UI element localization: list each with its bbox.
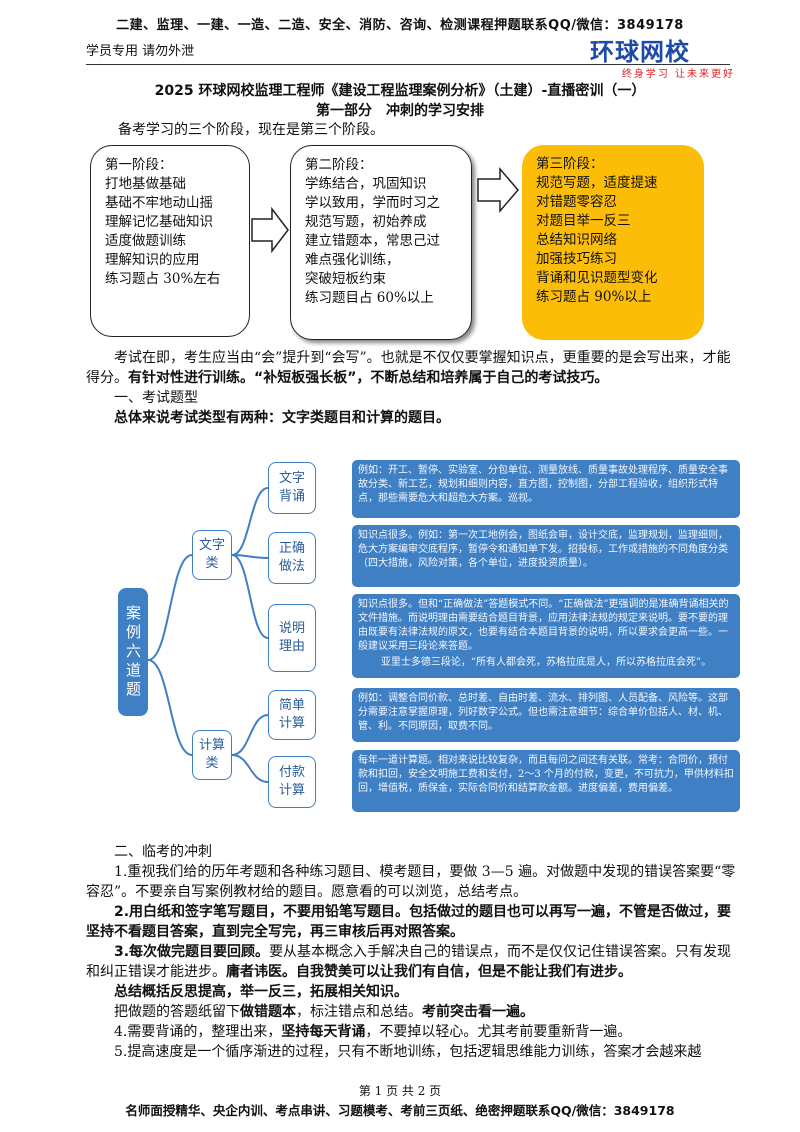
section-1-summary: 总体来说考试类型有两种：文字类题目和计算的题目。 [114, 410, 450, 426]
section-1-heading: 一、考试题型 [114, 390, 198, 406]
desc-box-correct: 知识点很多。例如：第一次工地例会，图纸会审，设计交底，监理规划，监理细则，危大方… [352, 525, 740, 587]
tip-5-bold: 做错题本 [240, 1004, 296, 1020]
tip-4-text-2: ，不要掉以轻心。尤其考前要重新背一遍。 [365, 1024, 632, 1040]
intro-text: 备考学习的三个阶段，现在是第三个阶段。 [118, 122, 384, 138]
tip-5-text: 把做题的答题纸留下 [114, 1004, 240, 1020]
reason-desc-text: 知识点很多。但和“正确做法”答题模式不同。“正确做法”更强调的是准确背诵相关的文… [358, 599, 729, 652]
arrow-right-icon [477, 166, 519, 214]
exam-advice-paragraph: 考试在即，考生应当由“会”提升到“会写”。也就是不仅仅要掌握知识点，更重要的是会… [86, 348, 736, 388]
leaf-label: 文字背诵 [278, 471, 305, 504]
stage-1-line: 适度做题训练 [105, 233, 186, 249]
reason-quote-text: 亚里士多德三段论，“所有人都会死，苏格拉底是人，所以苏格拉底会死”。 [380, 657, 712, 668]
mindmap-leaf-recite: 文字背诵 [268, 462, 316, 514]
stage-2-line: 难点强化训练， [305, 252, 400, 268]
tip-3-bold: 3.每次做完题目要回顾。 [114, 944, 270, 960]
stage-3-line: 加强技巧练习 [536, 251, 617, 267]
advice-bold-text: 有针对性进行训练。“补短板强长板”，不断总结和培养属于自己的考试技巧。 [128, 370, 609, 386]
stage-3-line: 练习题占 90%以上 [536, 289, 652, 305]
mindmap-leaf-correct: 正确做法 [268, 532, 316, 584]
desc-box-payment-calc: 每年一道计算题。相对来说比较复杂，而且每问之间还有关联。常考：合同价，预付款和扣… [352, 750, 740, 812]
stage-1-line: 基础不牢地动山摇 [105, 195, 213, 211]
logo-slogan: 终身学习 让未来更好 [621, 69, 735, 80]
tip-4-bold: 坚持每天背诵 [281, 1024, 366, 1040]
stage-2-line: 第二阶段： [305, 157, 373, 173]
tip-5-paragraph: 5.提高速度是一个循序渐进的过程，只有不断地训练，包括逻辑思维能力训练，答案才会… [114, 1044, 702, 1060]
stage-3-line: 第三阶段： [536, 156, 604, 172]
mindmap-branch-calc: 计算类 [192, 730, 232, 780]
stage-3-line: 对错题零容忍 [536, 194, 617, 210]
stage-1-line: 练习题占 30%左右 [105, 271, 221, 287]
header-confidential-note: 学员专用 请勿外泄 [86, 44, 195, 59]
mindmap-root-node: 案例六道题 [118, 588, 148, 716]
stage-2-box: 第二阶段： 学练结合，巩固知识 学以致用，学而时习之 规范写题，初始养成 建立错… [290, 145, 472, 340]
tip-4-text: 4.需要背诵的，整理出来， [114, 1024, 282, 1040]
leaf-label: 付款计算 [278, 765, 305, 798]
stage-2-line: 突破短板约束 [305, 271, 386, 287]
mindmap-branch-text: 文字类 [192, 530, 232, 580]
stage-3-box: 第三阶段： 规范写题，适度提速 对错题零容忍 对题目举一反三 总结知识网络 加强… [522, 145, 704, 340]
mindmap-leaf-payment-calc: 付款计算 [268, 756, 316, 808]
stage-2-line: 学练结合，巩固知识 [305, 176, 427, 192]
stage-1-box: 第一阶段： 打地基做基础 基础不牢地动山摇 理解记忆基础知识 适度做题训练 理解… [90, 145, 250, 337]
logo-text: 环球网校 [590, 38, 690, 66]
tip-2-paragraph: 2.用白纸和签字笔写题目，不要用铅笔写题目。包括做过的题目也可以再写一遍，不管是… [86, 904, 732, 940]
tip-error-book-line: 把做题的答题纸留下做错题本，标注错点和总结。考前突击看一遍。 [114, 1002, 764, 1022]
advice-text: 考试在即，考生应当由“会”提升到“会写”。也就是不仅仅要掌握知识点，更重要的是会… [86, 350, 731, 386]
desc-box-recite: 例如：开工、暂停、实验室、分包单位、测量放线、质量事故处理程序、质量安全事故分类… [352, 460, 740, 518]
tip-summary-line: 总结概括反思提高，举一反三，拓展相关知识。 [114, 984, 408, 1000]
mindmap-root-label: 案例六道题 [124, 604, 142, 700]
stage-3-line: 总结知识网络 [536, 232, 617, 248]
stage-2-line: 建立错题本，常思己过 [305, 233, 440, 249]
tip-3-bold-2: 庸者讳医。自我赞美可以让我们有自信，但是不能让我们有进步。 [226, 964, 632, 980]
document-subtitle: 第一部分 冲刺的学习安排 [316, 103, 484, 119]
leaf-label: 说明理由 [278, 621, 305, 654]
stage-3-line: 背诵和见识题型变化 [536, 270, 658, 286]
stage-2-line: 练习题目占 60%以上 [305, 290, 434, 306]
tip-4-paragraph: 4.需要背诵的，整理出来，坚持每天背诵，不要掉以轻心。尤其考前要重新背一遍。 [114, 1022, 764, 1042]
stage-2-line: 学以致用，学而时习之 [305, 195, 440, 211]
leaf-label: 简单计算 [278, 698, 305, 731]
header-contact-line: 二建、监理、一建、一造、二造、安全、消防、咨询、检测课程押题联系QQ/微信：38… [116, 18, 684, 33]
brand-logo: 环球网校 终身学习 让未来更好 [590, 32, 735, 82]
mindmap-leaf-simple-calc: 简单计算 [268, 690, 316, 740]
stage-3-line: 规范写题，适度提速 [536, 175, 658, 191]
stage-1-line: 第一阶段： [105, 157, 173, 173]
desc-box-reason: 知识点很多。但和“正确做法”答题模式不同。“正确做法”更强调的是准确背诵相关的文… [352, 594, 740, 678]
branch-label: 文字类 [198, 538, 225, 571]
leaf-label: 正确做法 [278, 541, 305, 574]
stage-1-line: 打地基做基础 [105, 176, 186, 192]
tip-5-text-2: ，标注错点和总结。 [296, 1004, 422, 1020]
document-title: 2025 环球网校监理工程师《建设工程监理案例分析》（土建）-直播密训（一） [154, 83, 646, 99]
stage-2-line: 规范写题，初始养成 [305, 214, 427, 230]
header-divider [86, 64, 730, 65]
footer-contact-line: 名师面授精华、央企内训、考点串讲、习题模考、考前三页纸、绝密押题联系QQ/微信：… [125, 1103, 675, 1118]
tip-3-paragraph: 3.每次做完题目要回顾。要从基本概念入手解决自己的错误点，而不是仅仅记住错误答案… [86, 942, 736, 982]
tip-3-text: 要从基本概念入手解决自己的错误点，而不是仅仅记住错误答案。只有发现和纠正错误才能… [86, 944, 732, 980]
tip-1-paragraph: 1.重视我们给的历年考题和各种练习题目、模考题目，要做 3—5 遍。对做题中发现… [86, 864, 736, 900]
stage-1-line: 理解记忆基础知识 [105, 214, 213, 230]
arrow-right-icon [251, 206, 289, 254]
stage-1-line: 理解知识的应用 [105, 252, 200, 268]
mindmap-leaf-reason: 说明理由 [268, 604, 316, 672]
tip-5-bold-2: 考前突击看一遍。 [422, 1004, 534, 1020]
desc-box-simple-calc: 例如：调整合同价款、总时差、自由时差、流水、排列图、人员配备、风险等。这部分需要… [352, 688, 740, 742]
stage-3-line: 对题目举一反三 [536, 213, 631, 229]
page-number: 第 1 页 共 2 页 [358, 1084, 442, 1098]
section-2-heading: 二、临考的冲刺 [114, 844, 212, 860]
mindmap-connectors [147, 487, 269, 783]
branch-label: 计算类 [198, 738, 225, 771]
